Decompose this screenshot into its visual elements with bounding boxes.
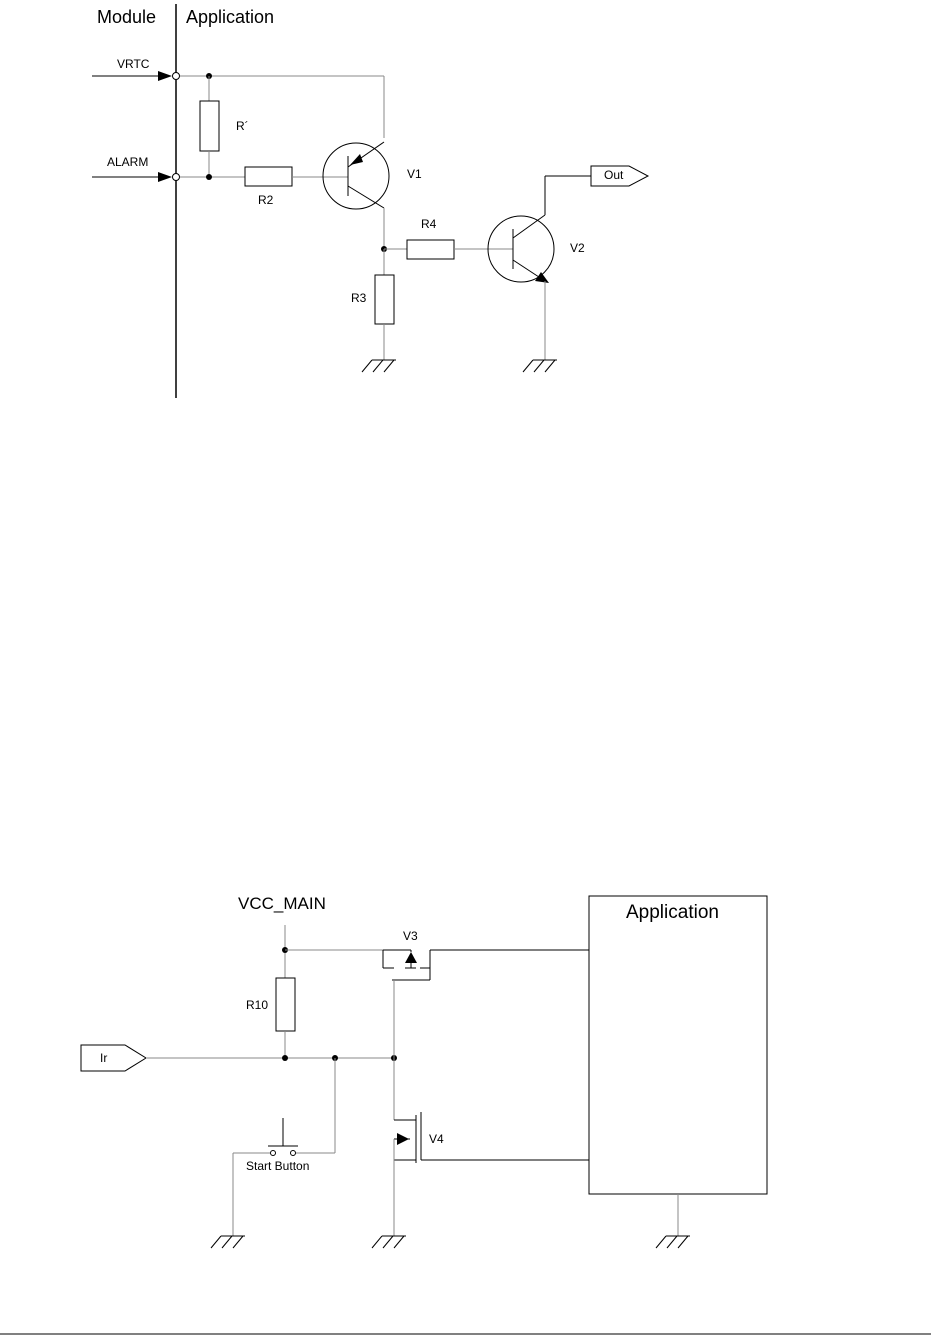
junction-dot (206, 174, 212, 180)
v2-label: V2 (570, 241, 585, 255)
transistor-v1: V1 (323, 142, 422, 209)
r-prime-label: R´ (236, 119, 249, 133)
r2-label: R2 (258, 193, 274, 207)
application-header: Application (186, 7, 274, 27)
junction-dot (282, 1055, 288, 1061)
v4-label: V4 (429, 1132, 444, 1146)
application-block-label: Application (626, 902, 719, 923)
vrtc-pin (173, 73, 180, 80)
module-header: Module (97, 7, 156, 27)
vcc-main-label: VCC_MAIN (238, 894, 326, 913)
diagram-1-alarm-circuit: Module Application VRTC ALARM R´ R (92, 4, 648, 398)
ir-label: Ir (100, 1051, 107, 1065)
alarm-label: ALARM (107, 155, 148, 169)
resistor-r4 (407, 240, 454, 259)
resistor-r2 (245, 167, 292, 186)
ir-connector: Ir (81, 1045, 146, 1071)
v3-arrow-icon (405, 952, 417, 963)
ground-icon (523, 360, 557, 372)
resistor-r3 (375, 275, 394, 324)
vrtc-arrow-icon (158, 71, 172, 81)
alarm-input: ALARM (92, 155, 180, 182)
r4-label: R4 (421, 217, 437, 231)
ground-icon (362, 360, 396, 372)
v1-emitter-arrow-icon (350, 154, 363, 165)
ground-icon (656, 1236, 690, 1248)
v1-label: V1 (407, 167, 422, 181)
vrtc-input: VRTC (92, 57, 180, 81)
r10-label: R10 (246, 998, 268, 1012)
v4-arrow-icon (397, 1133, 409, 1145)
resistor-r-prime (200, 101, 219, 151)
diagram-2-power-on-circuit: VCC_MAIN Application R10 V3 (81, 894, 767, 1248)
out-label: Out (604, 168, 624, 182)
v3-label: V3 (403, 929, 418, 943)
r3-label: R3 (351, 291, 367, 305)
resistor-r10 (276, 978, 295, 1031)
start-button-label: Start Button (246, 1159, 309, 1173)
alarm-arrow-icon (158, 172, 172, 182)
application-block: Application (589, 896, 767, 1194)
start-button-switch: Start Button (233, 1058, 335, 1236)
mosfet-v4: V4 (394, 1112, 589, 1163)
ground-icon (372, 1236, 406, 1248)
ground-icon (211, 1236, 245, 1248)
out-connector: Out (591, 166, 648, 186)
vrtc-label: VRTC (117, 57, 150, 71)
alarm-pin (173, 174, 180, 181)
mosfet-v3: V3 (383, 929, 589, 980)
